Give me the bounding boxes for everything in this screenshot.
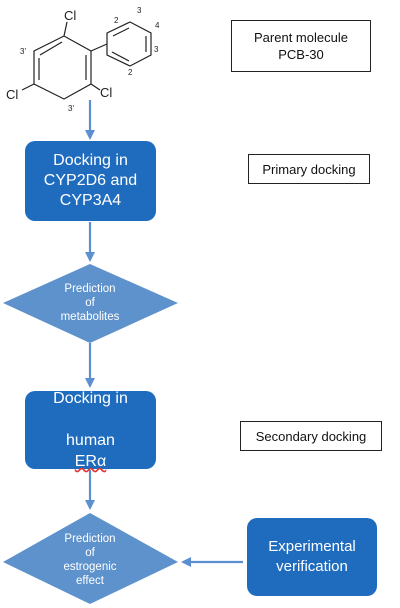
cl-label: Cl (6, 87, 18, 102)
cl-bond (90, 83, 101, 91)
experimental-text: Experimental verification (268, 538, 356, 575)
process-docking-cyp-text: Docking in CYP2D6 and CYP3A4 (43, 152, 138, 209)
position-number: 4 (155, 21, 160, 30)
decision-prediction-metabolites (3, 264, 178, 343)
process-docking-era-text: Docking in human ERα (53, 367, 128, 493)
process-experimental-verification: Experimental verification (247, 518, 377, 596)
docking-era-prefix: human (66, 432, 115, 449)
atom-labels: Cl Cl Cl (6, 8, 112, 102)
ring-b-double-bond (112, 27, 130, 37)
position-number: 2 (114, 16, 119, 25)
ring-a (33, 35, 92, 100)
position-number: 3 (154, 45, 159, 54)
parent-molecule-label: Parent molecule PCB-30 (231, 20, 371, 72)
cl-label: Cl (64, 8, 76, 23)
biphenyl-bond (90, 43, 108, 52)
connectors (85, 100, 243, 567)
ring-a-double-bond (39, 41, 63, 56)
cl-label: Cl (100, 85, 112, 100)
era-term: ERα (74, 453, 107, 470)
cl-bond (63, 21, 68, 37)
position-number: 3' (68, 104, 74, 113)
process-docking-cyp: Docking in CYP2D6 and CYP3A4 (25, 141, 156, 221)
cl-bond (21, 83, 35, 91)
decision-prediction-estrogenic (3, 513, 178, 604)
position-number: 3 (137, 6, 142, 15)
docking-era-line1: Docking in (53, 390, 128, 407)
primary-docking-label: Primary docking (248, 154, 370, 184)
process-docking-era: Docking in human ERα (25, 390, 156, 470)
ring-b-double-bond (111, 51, 130, 62)
position-number: 3' (20, 47, 26, 56)
prediction-estrogenic-text: Prediction of estrogenic effect (63, 533, 117, 587)
ring-b (106, 21, 152, 67)
secondary-docking-label: Secondary docking (240, 421, 382, 451)
docking-era-line2: human ERα (53, 430, 128, 472)
position-numbers: 2 3 4 3 2 3' 3' (20, 6, 160, 113)
pcb30-structure (21, 21, 152, 100)
prediction-metabolites-text: Prediction of metabolites (60, 283, 120, 323)
position-number: 2 (128, 68, 133, 77)
